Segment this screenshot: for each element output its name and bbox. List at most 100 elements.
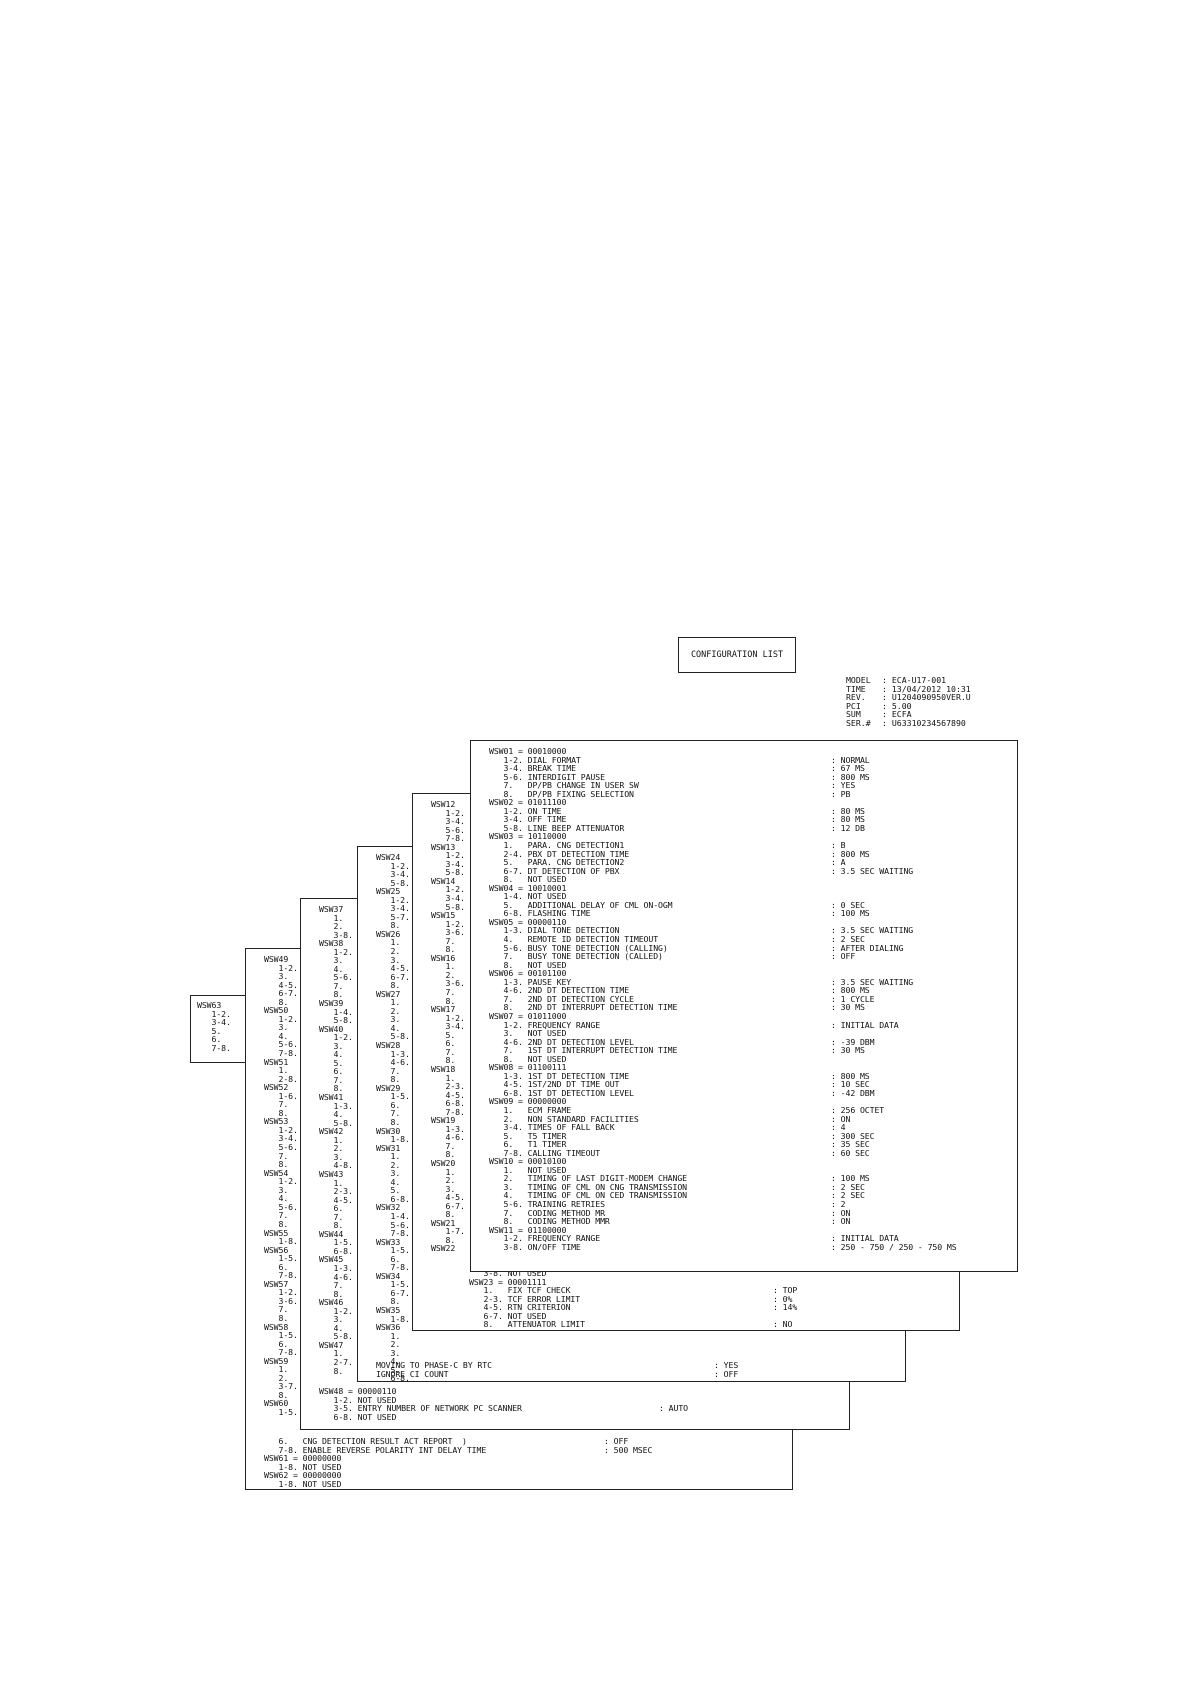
setting-value: : 800 MS [831, 771, 870, 782]
setting-name: 3-8. ON/OFF TIME [489, 1241, 581, 1252]
setting-row: 5-6. INTERDIGIT PAUSE : 800 MS [489, 771, 1009, 782]
setting-name: WSW62 = 00000000 [264, 1470, 342, 1481]
setting-row: 1. ECM FRAME: 256 OCTET [489, 1106, 1009, 1115]
switch-label: 1-2. [264, 962, 298, 973]
setting-name: IGNORE CI COUNT [376, 1368, 449, 1379]
switch-label: 1-2. [319, 1032, 353, 1043]
switch-label: 7. [319, 1211, 344, 1222]
setting-row: 4-5. RTN CRITERION: 14% [469, 1303, 949, 1312]
setting-value: : 67 MS [831, 763, 865, 774]
switch-label: 1. [431, 1072, 456, 1083]
switch-label: 1-5. [264, 1406, 298, 1417]
setting-row: 3. NOT USED [489, 1029, 1009, 1038]
setting-name: 4-6. 2ND DT DETECTION LEVEL [489, 1036, 634, 1047]
switch-label: 5-7. [376, 911, 410, 922]
switch-label: 1-6. [264, 1090, 298, 1101]
setting-name: 5-6. TRAINING RETRIES [489, 1198, 605, 1209]
switch-label: 2. [376, 1005, 401, 1016]
switch-label: 1-2. [197, 1008, 231, 1019]
setting-row: 8. NOT USED [489, 960, 1009, 970]
switch-label: 3-4. [431, 858, 465, 869]
switch-label: 8. [431, 1149, 456, 1160]
header-colon: : [882, 675, 892, 685]
setting-name: 4. TIMING OF CML ON CED TRANSMISSION [489, 1190, 688, 1201]
setting-row: MOVING TO PHASE-C BY RTC: YES [376, 1361, 856, 1370]
switch-label: 3. [264, 1022, 289, 1033]
switch-label: 7. [319, 1280, 344, 1291]
header-label: PCI [846, 700, 861, 711]
switch-label: 6. [376, 1253, 401, 1264]
switch-label: 1-2. [264, 1124, 298, 1135]
switch-label: WSW22 [431, 1243, 456, 1254]
switch-label: WSW51 [264, 1056, 289, 1067]
switch-label: 8. [431, 1234, 456, 1245]
setting-row: 8. NOT USED [489, 1054, 1009, 1064]
setting-name: 1-2. ON TIME [489, 805, 562, 816]
switch-label: 1. [376, 937, 401, 948]
switch-label: 3-4. [431, 816, 465, 827]
switch-label: WSW26 [376, 928, 401, 939]
setting-row: 1-3. PAUSE KEY: 3.5 SEC WAITING [489, 977, 1009, 987]
setting-row: 6-8. 1ST DT DETECTION LEVEL: -42 DBM [489, 1089, 1009, 1098]
setting-name: 6-8. NOT USED [319, 1411, 397, 1422]
setting-value: : NORMAL [831, 754, 870, 765]
switch-label: 8. [376, 920, 401, 931]
switch-label: 1. [319, 1348, 344, 1359]
setting-row: IGNORE CI COUNT: OFF [376, 1368, 856, 1379]
switch-label: 6. [319, 1203, 344, 1214]
sheet3-left: WSW24 1-2. 3-4. 5-8.WSW25 1-2. 3-4. 5-7.… [376, 853, 410, 1381]
setting-row: 7. 2ND DT DETECTION CYCLE: 1 CYCLE [489, 995, 1009, 1004]
setting-name: 3. NOT USED [489, 1028, 567, 1039]
setting-row: 4-6. 2ND DT DETECTION LEVEL: -39 DBM [489, 1036, 1009, 1047]
switch-label: 1-2. [264, 1176, 298, 1187]
setting-row: WSW01 = 00010000 [489, 747, 1009, 756]
switch-label: 8. [264, 1389, 289, 1400]
setting-name: 8. CODING METHOD MMR [489, 1216, 610, 1227]
switch-label: 1-8. [376, 1134, 410, 1145]
switch-label: WSW25 [376, 886, 401, 897]
setting-name: WSW01 = 00010000 [489, 746, 567, 756]
setting-value: : 30 MS [831, 1002, 865, 1013]
switch-label: 8. [376, 1296, 401, 1307]
switch-label: 4-5. [264, 979, 298, 990]
switch-label: WSW12 [431, 799, 456, 809]
setting-name: 5. ADDITIONAL DELAY OF CML ON-OGM [489, 899, 673, 910]
switch-label: 8. [264, 1218, 289, 1229]
setting-name: 7-8. ENABLE REVERSE POLARITY INT DELAY T… [264, 1444, 487, 1455]
switch-label: WSW37 [319, 904, 344, 914]
header-value: U1204090950VER.U [891, 692, 971, 703]
switch-label: 8. [431, 1209, 456, 1220]
switch-label: 3. [264, 1184, 289, 1195]
sheet4-bottom: WSW48 = 00000110 1-2. NOT USED 3-5. ENTR… [319, 1387, 799, 1421]
setting-row: 8. 2ND DT INTERRUPT DETECTION TIME: 30 M… [489, 1003, 1009, 1012]
switch-label: 1-5. [264, 1330, 298, 1341]
switch-label: 3. [376, 1014, 401, 1025]
setting-name: 3-4. BREAK TIME [489, 763, 576, 774]
switch-label: 7. [319, 980, 344, 991]
switch-label: WSW55 [264, 1227, 289, 1238]
switch-label: WSW38 [319, 938, 344, 949]
setting-value: : YES [714, 1360, 739, 1370]
setting-row: 1-8. NOT USED [264, 1462, 764, 1472]
switch-label: WSW19 [431, 1115, 456, 1126]
switch-label: 6. [264, 1261, 289, 1272]
setting-value: : ON [831, 1207, 851, 1218]
switch-label: WSW56 [264, 1244, 289, 1255]
setting-name: 7. 1ST DT INTERRUPT DETECTION TIME [489, 1045, 678, 1056]
switch-label: 4. [319, 1322, 344, 1333]
switch-label: 7. [264, 1099, 289, 1110]
switch-label: 8. [319, 1220, 344, 1231]
setting-name: 1. ECM FRAME [489, 1104, 572, 1115]
switch-label: WSW28 [376, 1040, 401, 1051]
setting-name: 5-6. INTERDIGIT PAUSE [489, 771, 605, 782]
setting-row: 1-2. NOT USED [319, 1395, 799, 1405]
setting-value: : INITIAL DATA [831, 1233, 899, 1244]
setting-value: : 0% [773, 1293, 793, 1304]
switch-label: 3-4. [197, 1017, 231, 1028]
setting-name: WSW02 = 01011100 [489, 797, 567, 808]
switch-label: 1-2. [319, 946, 353, 957]
setting-row: 1-2. FREQUENCY RANGE: INITIAL DATA [489, 1020, 1009, 1030]
switch-label: 7-8. [431, 1106, 465, 1117]
header-label: TIME [846, 683, 866, 694]
